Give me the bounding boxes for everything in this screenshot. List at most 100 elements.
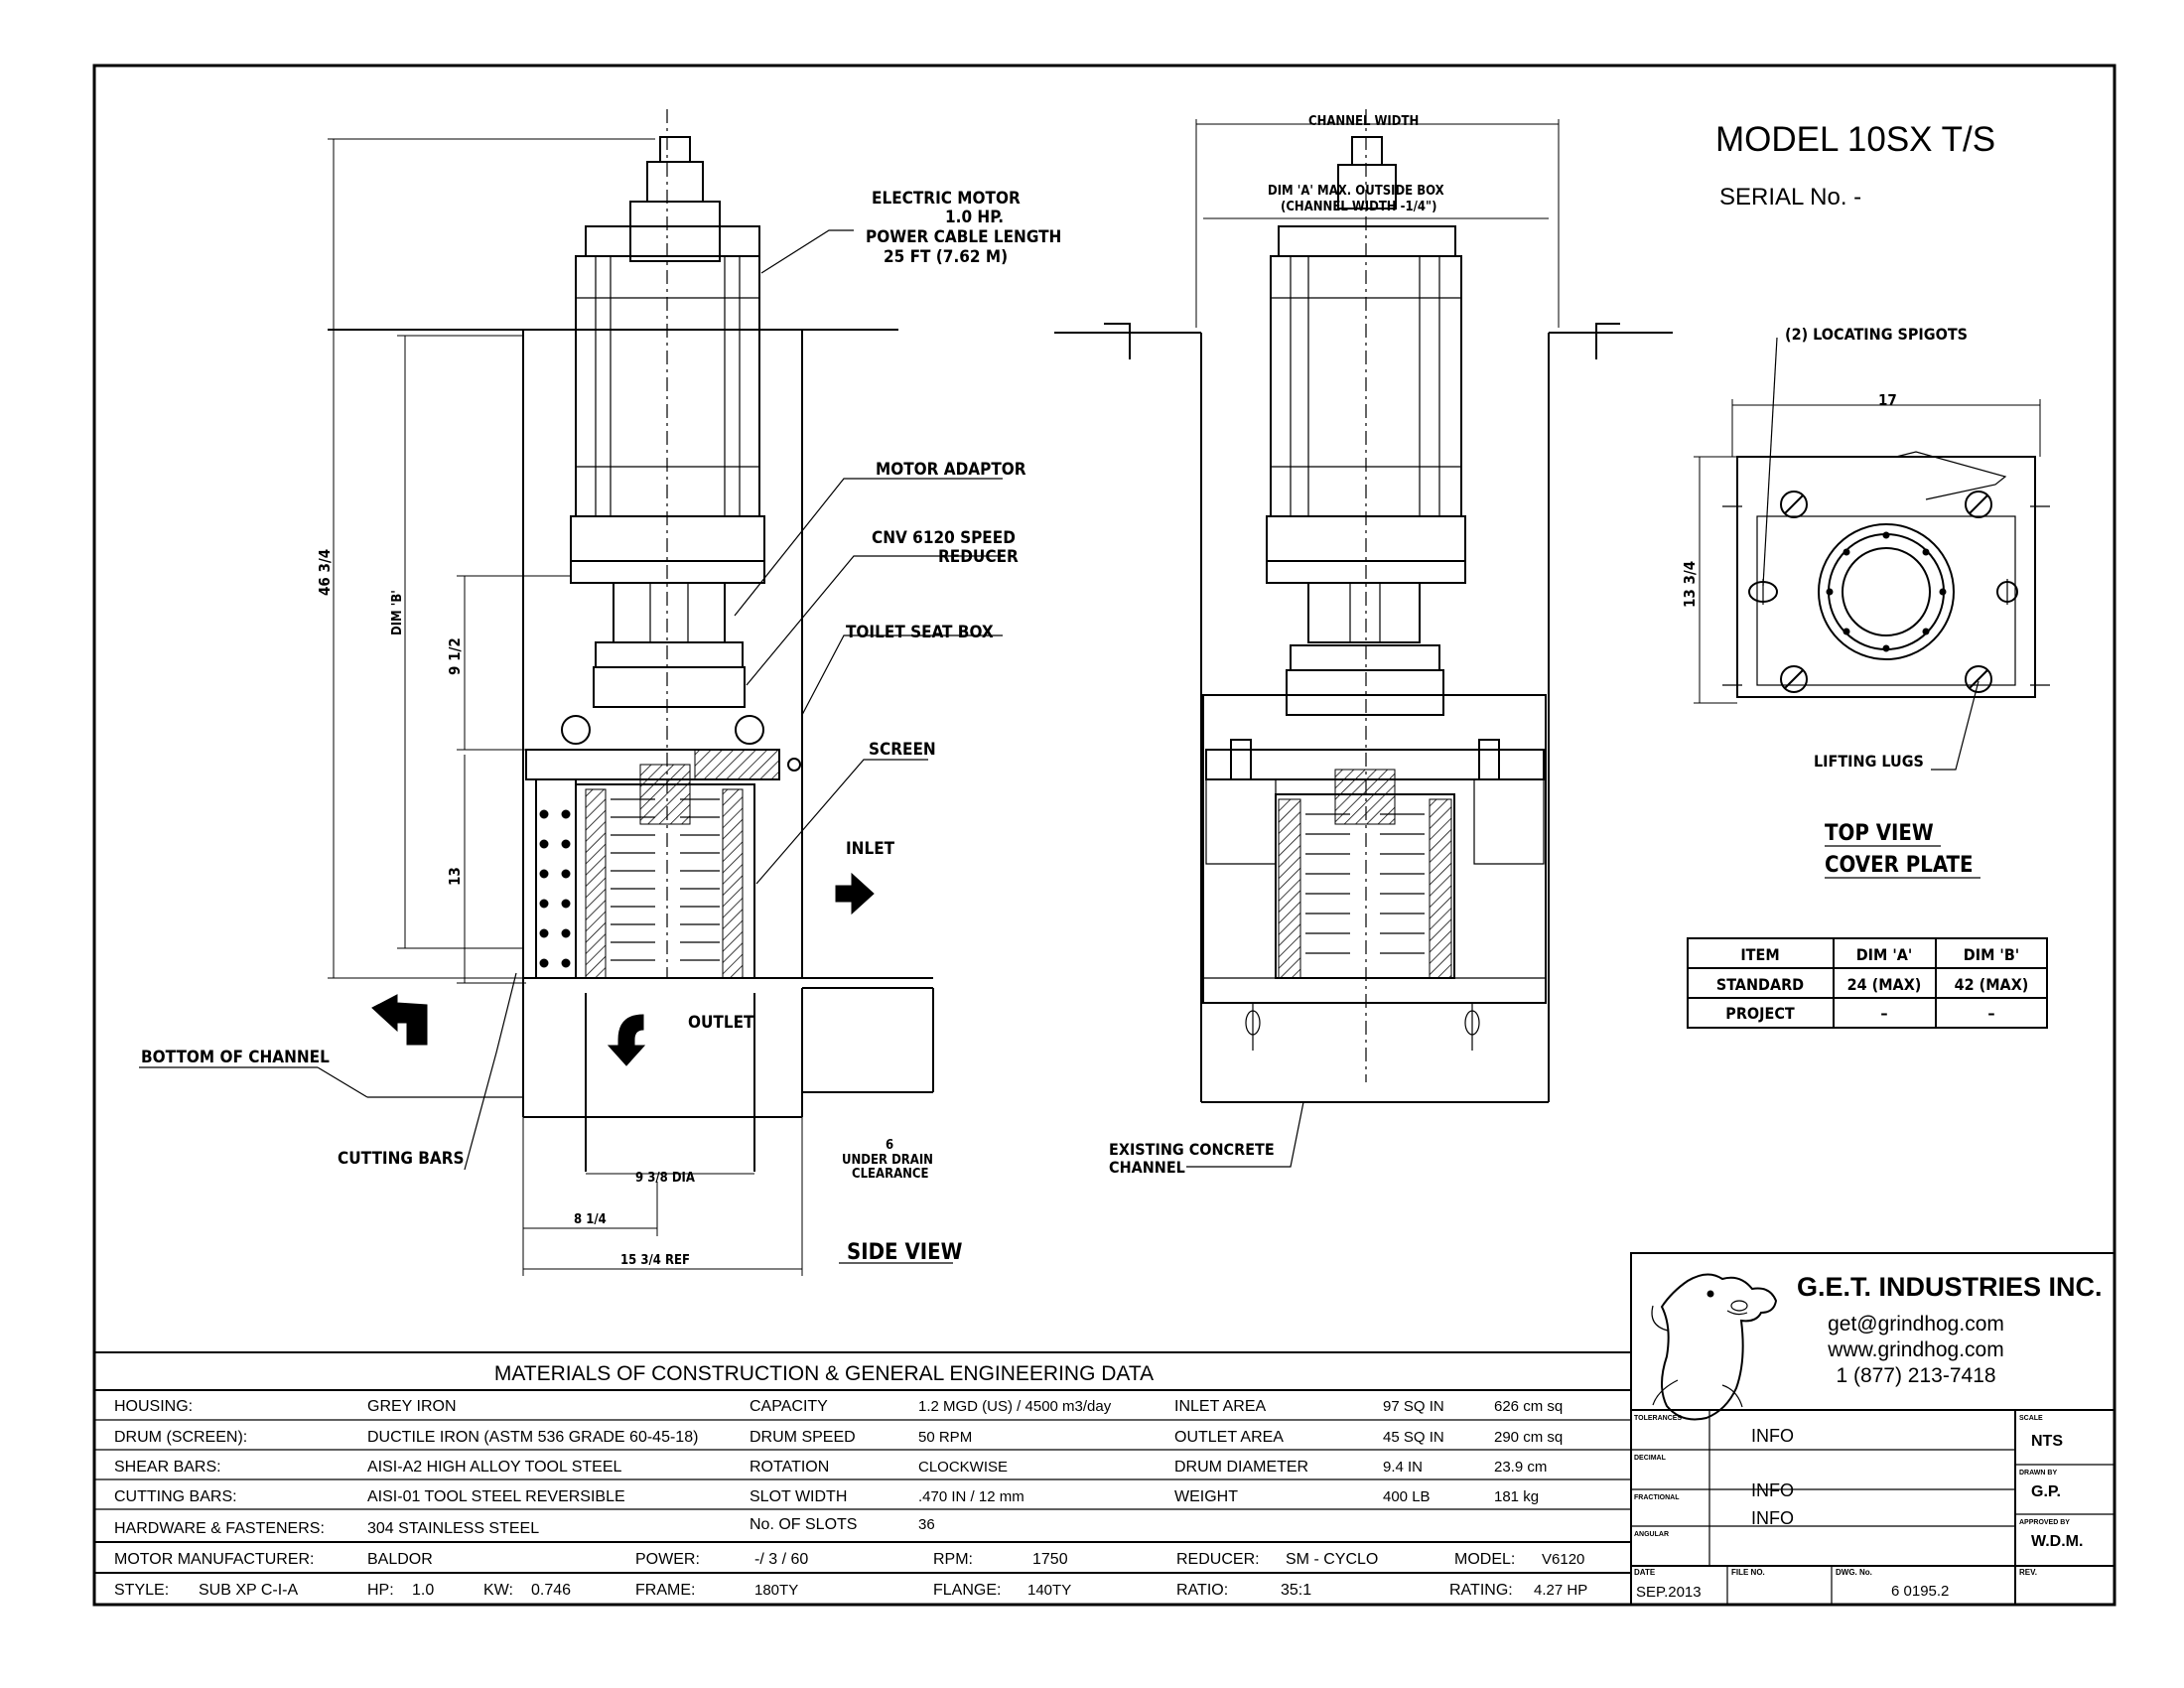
scale-value: NTS (2031, 1433, 2063, 1450)
angular-label: ANGULAR (1634, 1531, 1669, 1538)
label-speed-reducer-2: REDUCER (938, 547, 1019, 567)
dim-drain-1: 6 (886, 1138, 893, 1153)
style-value: SUB XP C-I-A (199, 1582, 299, 1599)
front-view (1054, 109, 1673, 1168)
ratio-label: RATIO: (1176, 1582, 1228, 1599)
mat-cell: GREY IRON (367, 1398, 457, 1415)
mat-cell: HARDWARE & FASTENERS: (114, 1520, 325, 1537)
dim-dia: 9 3/8 DIA (635, 1171, 695, 1186)
title-block: G.E.T. INDUSTRIES INC. get@grindhog.com … (1630, 1252, 2116, 1606)
dim-table-header: DIM 'A' (1856, 945, 1913, 964)
mat-cell: OUTLET AREA (1174, 1429, 1284, 1446)
label-inlet: INLET (846, 839, 895, 859)
mat-cell: CAPACITY (750, 1398, 828, 1415)
mat-cell: 45 SQ IN (1383, 1429, 1444, 1446)
grindhog-logo-icon (1651, 1273, 1778, 1421)
decimal-label: DECIMAL (1634, 1455, 1667, 1462)
reducer-label: REDUCER: (1176, 1551, 1260, 1568)
serial-number: SERIAL No. - (1719, 184, 1861, 211)
label-power-cable: POWER CABLE LENGTH (866, 227, 1061, 247)
dim-table-cell: – (1880, 1004, 1887, 1023)
top-view (1694, 337, 2050, 771)
model-title: MODEL 10SX T/S (1715, 120, 1995, 159)
label-toilet-seat-box: TOILET SEAT BOX (846, 623, 994, 642)
label-outlet: OUTLET (688, 1013, 754, 1033)
label-existing-2: CHANNEL (1109, 1158, 1185, 1177)
side-screen-bars (611, 798, 720, 961)
mat-cell: SHEAR BARS: (114, 1459, 221, 1476)
power-label: POWER: (635, 1551, 700, 1568)
dim-table-cell: 42 (MAX) (1955, 975, 2029, 994)
model-value: V6120 (1542, 1551, 1584, 1568)
label-speed-reducer-1: CNV 6120 SPEED (872, 528, 1016, 548)
rating-label: RATING: (1449, 1582, 1513, 1599)
flange-value: 140TY (1027, 1582, 1071, 1599)
mat-cell: .470 IN / 12 mm (918, 1488, 1024, 1505)
top-view-title-2: COVER PLATE (1825, 853, 1973, 878)
dim-8-1-4: 8 1/4 (574, 1212, 607, 1227)
drawn-by-value: G.P. (2031, 1483, 2061, 1500)
dim-9-1-2: 9 1/2 (446, 637, 464, 675)
mat-cell: 23.9 cm (1494, 1459, 1547, 1476)
dim-table-cell: 24 (MAX) (1847, 975, 1922, 994)
power-value: -/ 3 / 60 (754, 1551, 808, 1568)
scale-label: SCALE (2019, 1415, 2043, 1422)
dim-table-header: DIM 'B' (1964, 945, 2019, 964)
label-electric-motor: ELECTRIC MOTOR (872, 189, 1021, 209)
file-no-label: FILE NO. (1731, 1568, 1765, 1577)
outlet-arrow-icon (607, 1014, 646, 1066)
mat-cell: DUCTILE IRON (ASTM 536 GRADE 60-45-18) (367, 1429, 698, 1446)
flange-label: FLANGE: (933, 1582, 1001, 1599)
side-view-title: SIDE VIEW (847, 1240, 963, 1265)
dim-46-3-4: 46 3/4 (316, 549, 334, 596)
mat-cell: 36 (918, 1516, 935, 1533)
kw-label: KW: (483, 1582, 513, 1599)
front-view-labels: CHANNEL WIDTH DIM 'A' MAX. OUTSIDE BOX (… (1109, 114, 1444, 1177)
top-view-labels: (2) LOCATING SPIGOTS 17 13 3/4 LIFTING L… (1681, 325, 1973, 878)
dim-b: DIM 'B' (390, 590, 405, 635)
label-motor-hp: 1.0 HP. (945, 208, 1004, 227)
frame-label: FRAME: (635, 1582, 695, 1599)
mat-cell: 626 cm sq (1494, 1398, 1563, 1415)
mat-cell: DRUM SPEED (750, 1429, 856, 1446)
label-bottom-of-channel: BOTTOM OF CHANNEL (141, 1048, 330, 1067)
mat-cell: CUTTING BARS: (114, 1488, 237, 1505)
dim-drain-2: UNDER DRAIN (842, 1153, 933, 1168)
company-phone: 1 (877) 213-7418 (1836, 1364, 1995, 1387)
dim-table-cell: – (1987, 1004, 1994, 1023)
date-value: SEP.2013 (1636, 1584, 1702, 1601)
company-website: www.grindhog.com (1827, 1338, 2003, 1361)
dim-drain-3: CLEARANCE (852, 1167, 929, 1182)
mat-cell: 400 LB (1383, 1488, 1431, 1505)
rating-value: 4.27 HP (1534, 1582, 1587, 1599)
info-2: INFO (1751, 1480, 1794, 1500)
model-label: MODEL: (1454, 1551, 1515, 1568)
label-motor-adaptor: MOTOR ADAPTOR (876, 460, 1026, 480)
materials-title: MATERIALS OF CONSTRUCTION & GENERAL ENGI… (494, 1362, 1154, 1385)
dim-table-header: ITEM (1740, 945, 1779, 964)
dim-table: ITEM DIM 'A' DIM 'B' STANDARD 24 (MAX) 4… (1687, 937, 2048, 1029)
mat-cell: INLET AREA (1174, 1398, 1267, 1415)
mat-cell: AISI-01 TOOL STEEL REVERSIBLE (367, 1488, 625, 1505)
top-view-title-1: TOP VIEW (1825, 821, 1934, 846)
ratio-value: 35:1 (1281, 1582, 1311, 1599)
dim-17: 17 (1878, 391, 1897, 409)
mat-cell: CLOCKWISE (918, 1459, 1008, 1476)
frame-value: 180TY (754, 1582, 798, 1599)
side-view (139, 109, 1003, 1276)
mat-cell: 50 RPM (918, 1429, 972, 1446)
mat-cell: 290 cm sq (1494, 1429, 1563, 1446)
label-dim-a-2: (CHANNEL WIDTH -1/4") (1281, 200, 1437, 214)
label-screen: SCREEN (869, 740, 936, 760)
side-cutting-bar-dots (539, 809, 571, 968)
mat-cell: No. OF SLOTS (750, 1516, 857, 1533)
materials-table: MATERIALS OF CONSTRUCTION & GENERAL ENGI… (93, 1351, 1632, 1606)
side-view-labels: ELECTRIC MOTOR 1.0 HP. POWER CABLE LENGT… (141, 189, 1061, 1268)
mat-cell: 97 SQ IN (1383, 1398, 1444, 1415)
mat-cell: AISI-A2 HIGH ALLOY TOOL STEEL (367, 1459, 622, 1476)
label-dim-a-1: DIM 'A' MAX. OUTSIDE BOX (1268, 184, 1444, 199)
label-lifting-lugs: LIFTING LUGS (1814, 752, 1924, 771)
date-label: DATE (1634, 1568, 1656, 1577)
fractional-label: FRACTIONAL (1634, 1494, 1680, 1501)
